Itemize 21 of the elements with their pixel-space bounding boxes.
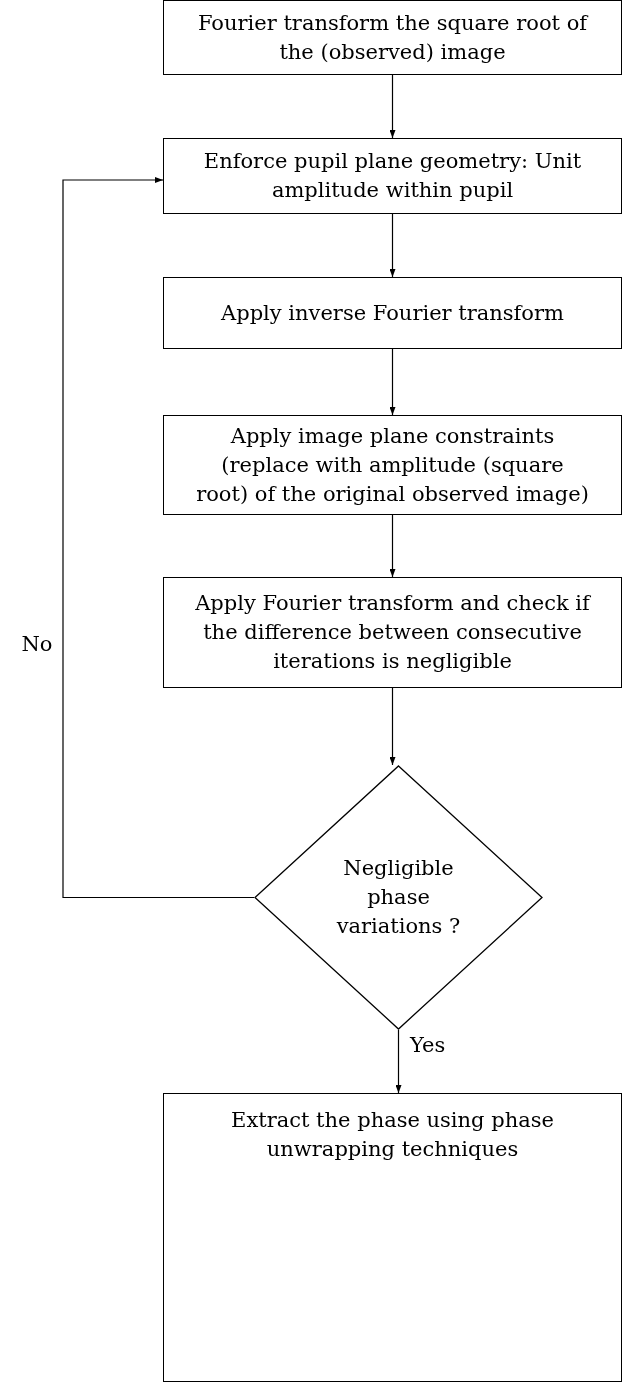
decision-diamond	[254, 765, 543, 1030]
step-text: Apply inverse Fourier transform	[221, 299, 564, 327]
process-box	[163, 277, 622, 349]
process-box	[163, 0, 622, 75]
arrow	[389, 213, 396, 278]
step-text: Apply Fourier transform and check if the difference between consecutive iterations is negligible	[194, 590, 592, 675]
step-text: Negligible phase variations ?	[335, 855, 462, 940]
arrow	[395, 1029, 402, 1094]
step-text: Extract the phase using phase unwrapping techniques	[230, 1107, 555, 1163]
process-box	[163, 1093, 622, 1382]
arrow	[389, 687, 396, 766]
step-text: Apply image plane constraints (replace with amplitude (square root) of the original observed image)	[195, 422, 590, 508]
arrow	[389, 514, 396, 578]
arrow	[389, 348, 396, 416]
process-box	[163, 415, 622, 515]
process-box	[163, 138, 622, 214]
arrow	[389, 74, 396, 139]
step-text: Enforce pupil plane geometry: Unit amplitude within pupil	[202, 148, 583, 204]
arrow	[62, 177, 255, 899]
process-box	[163, 577, 622, 688]
step-text: Fourier transform the square root of the (observed) image	[196, 9, 590, 66]
